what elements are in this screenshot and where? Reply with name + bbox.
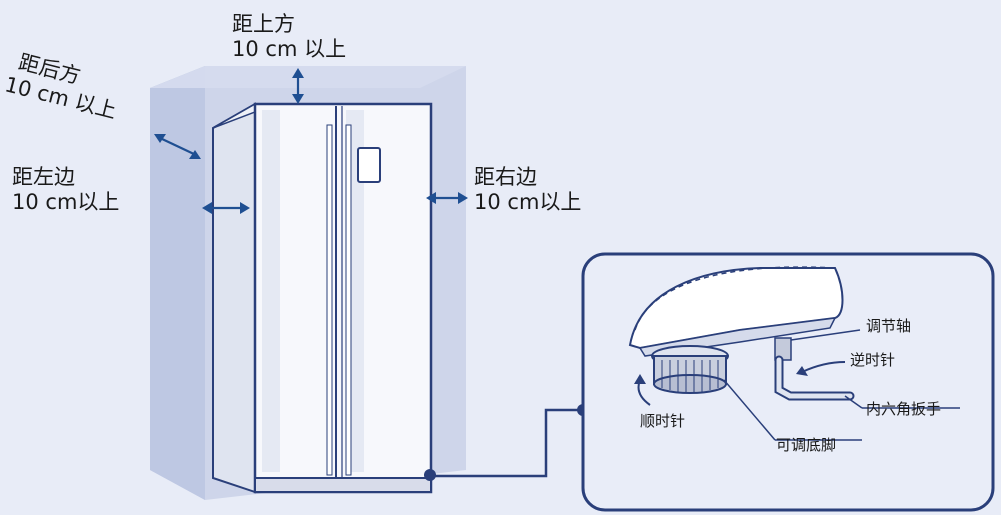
adjustable-foot-label: 可调底脚 (776, 436, 837, 454)
hex-wrench-label: 内六角扳手 (866, 400, 942, 418)
detail-box (581, 252, 995, 512)
left-clearance-value: 10 cm以上 (12, 190, 120, 214)
left-clearance-title: 距左边 (12, 165, 75, 189)
right-clearance-label: 距右边 10 cm以上 (474, 165, 581, 215)
top-clearance-value: 10 cm 以上 (232, 37, 347, 61)
clockwise-label: 顺时针 (640, 412, 686, 430)
shaft-label: 调节轴 (866, 317, 912, 335)
counterclockwise-label: 逆时针 (850, 351, 896, 369)
left-clearance-label: 距左边 10 cm以上 (12, 165, 119, 215)
top-clearance-label: 距上方 10 cm 以上 (232, 12, 346, 62)
right-clearance-title: 距右边 (474, 165, 537, 189)
right-clearance-value: 10 cm以上 (474, 190, 582, 214)
top-clearance-title: 距上方 (232, 12, 295, 36)
refrigerator (212, 102, 436, 494)
clearance-arrows (154, 68, 468, 214)
